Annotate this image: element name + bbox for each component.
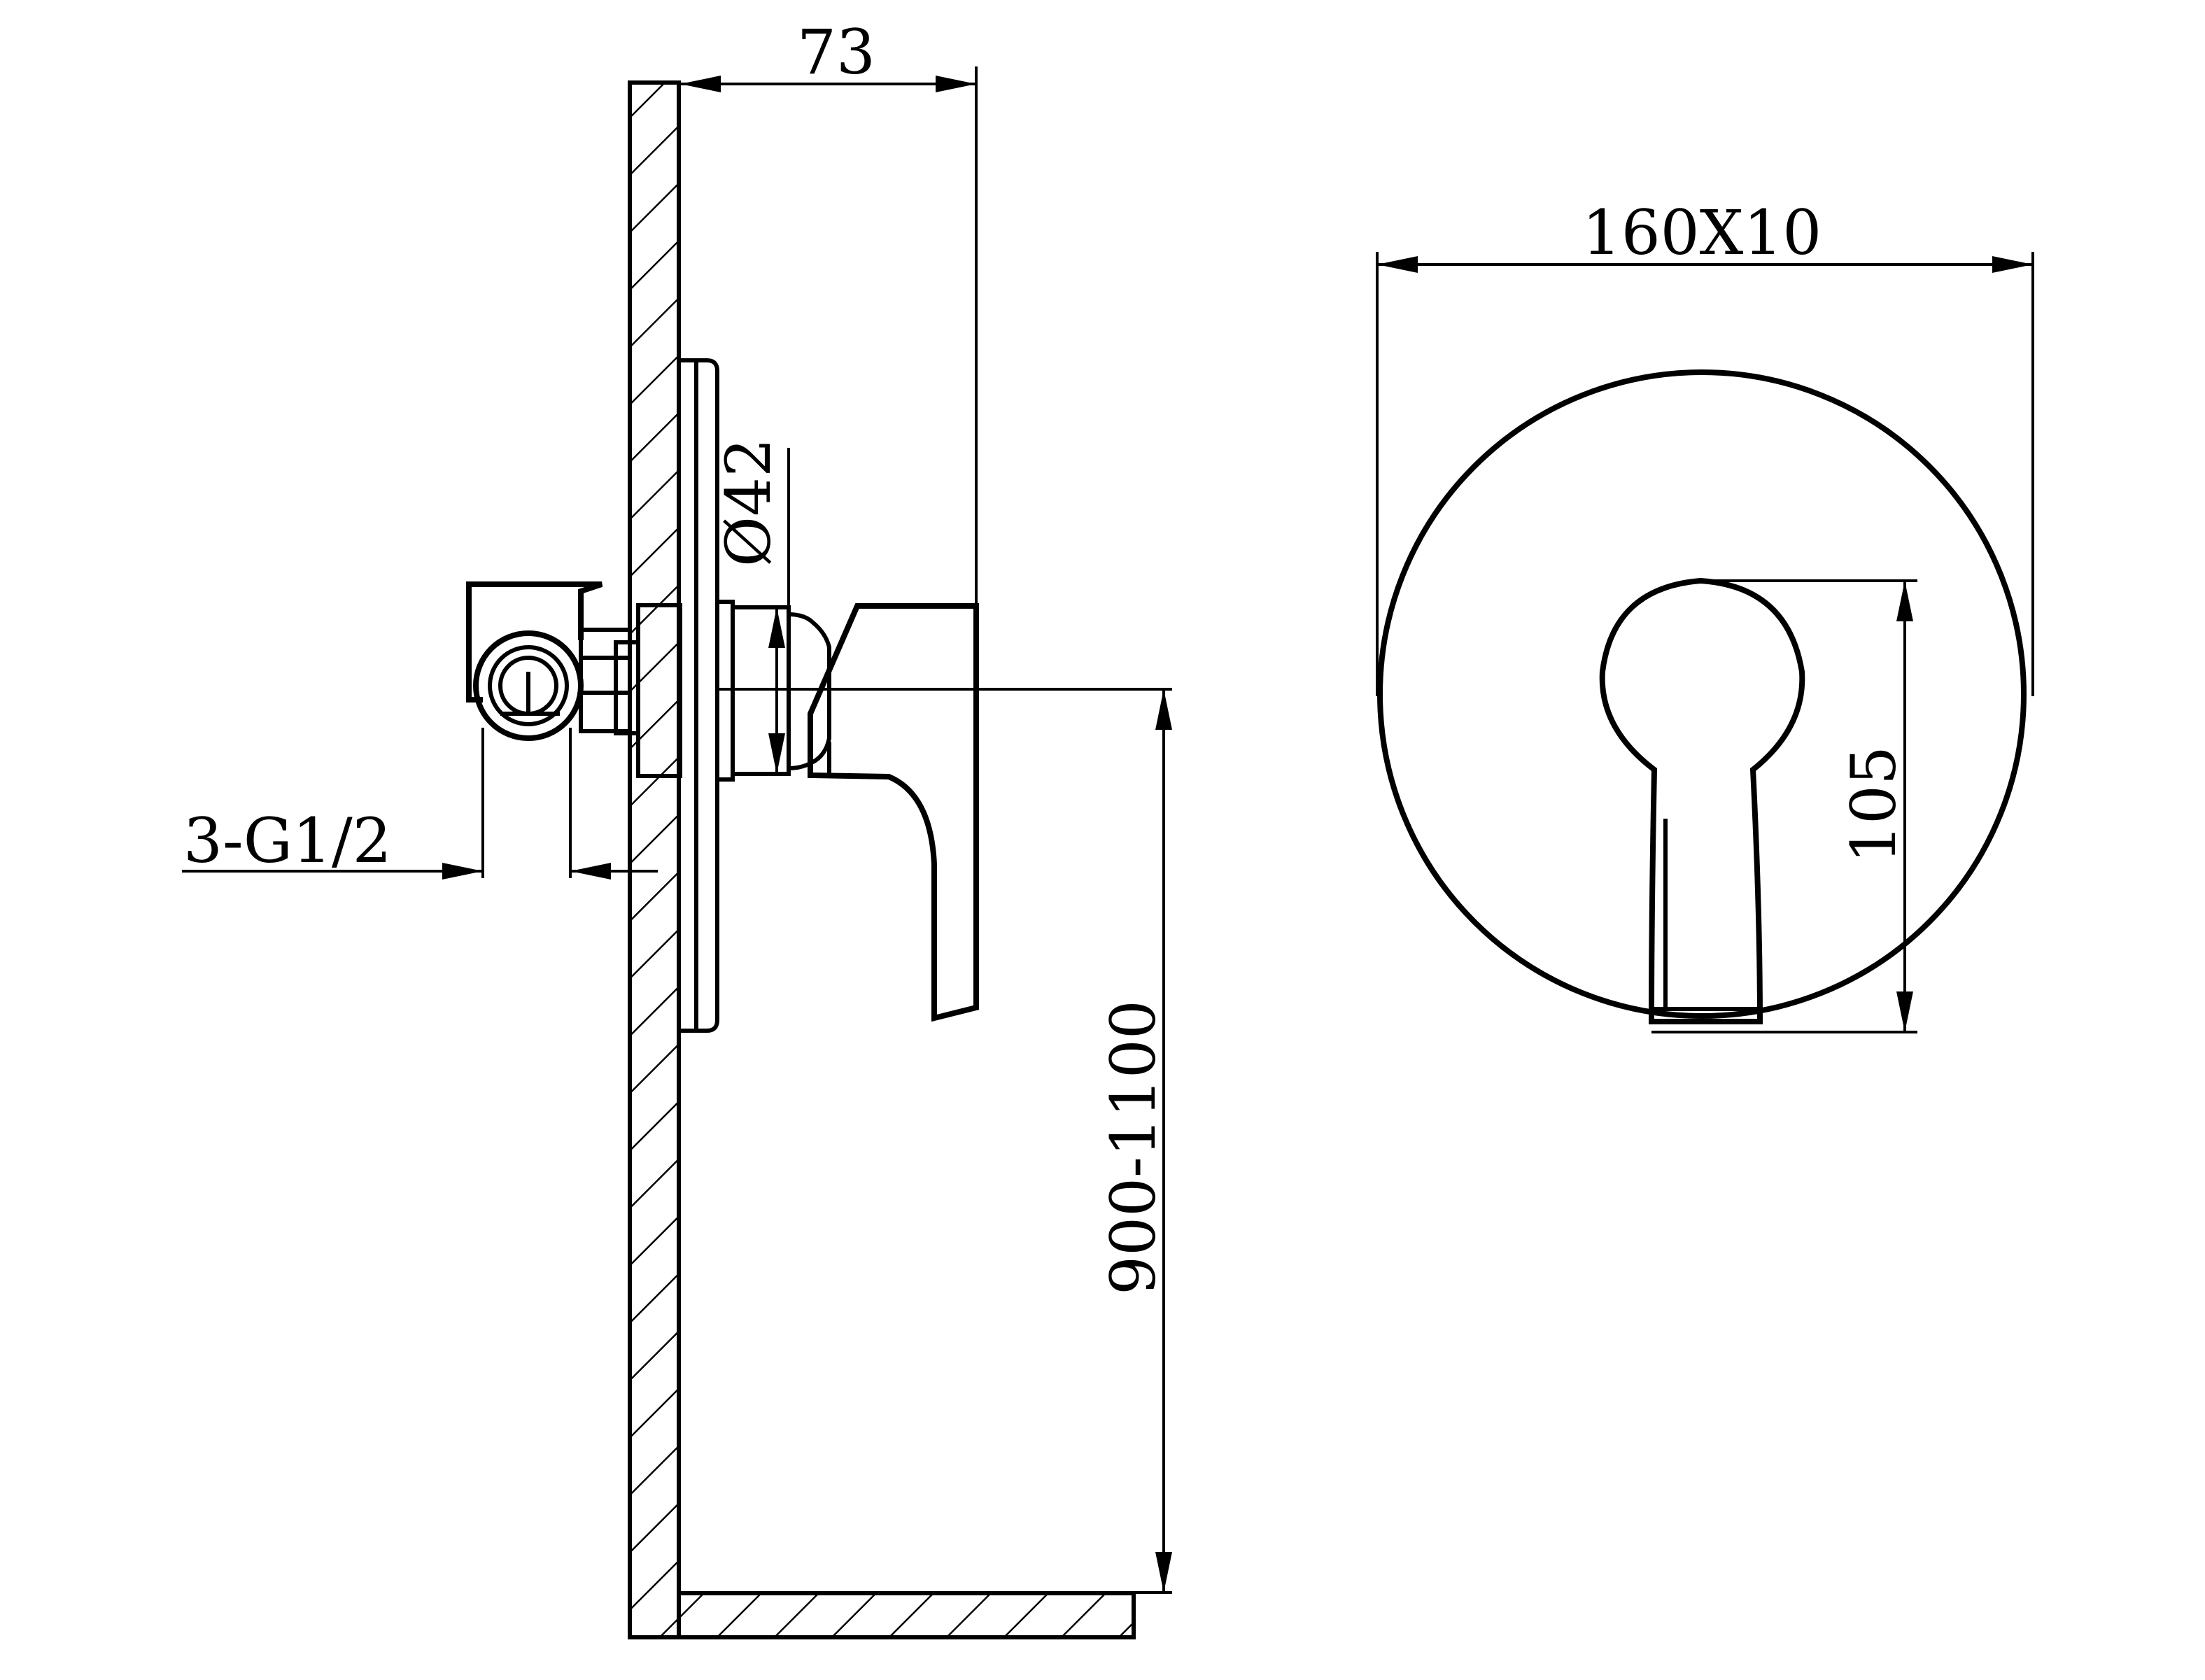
dimension-diameter: Ø42 <box>712 438 790 774</box>
dimension-mount-height: 900-1100 <box>717 688 1172 1594</box>
cover-plate-front <box>1377 369 2027 1019</box>
dimension-plate-label: 160X10 <box>1582 197 1822 269</box>
dimension-depth: 73 <box>680 16 978 606</box>
inlet-fittings <box>466 581 640 741</box>
dimension-mount-height-label: 900-1100 <box>1097 1000 1169 1295</box>
dimension-handle-height: 105 <box>1651 579 1917 1033</box>
dimension-depth-label: 73 <box>797 16 875 88</box>
cover-plate-side <box>679 358 719 1033</box>
handle-front <box>1599 577 1805 1024</box>
wall-section <box>628 80 1136 1639</box>
dimension-handle-height-label: 105 <box>1838 746 1910 863</box>
lever-handle <box>808 603 979 1022</box>
front-view: 160X10 105 <box>1376 197 2034 1033</box>
dimension-plate: 160X10 <box>1376 197 2034 696</box>
dimension-inlets-label: 3-G1/2 <box>183 805 392 877</box>
dimension-inlets: 3-G1/2 <box>182 728 658 880</box>
side-view: 73 Ø42 3-G1/2 900-1100 <box>182 16 1172 1639</box>
dimension-diameter-label: Ø42 <box>712 438 784 567</box>
